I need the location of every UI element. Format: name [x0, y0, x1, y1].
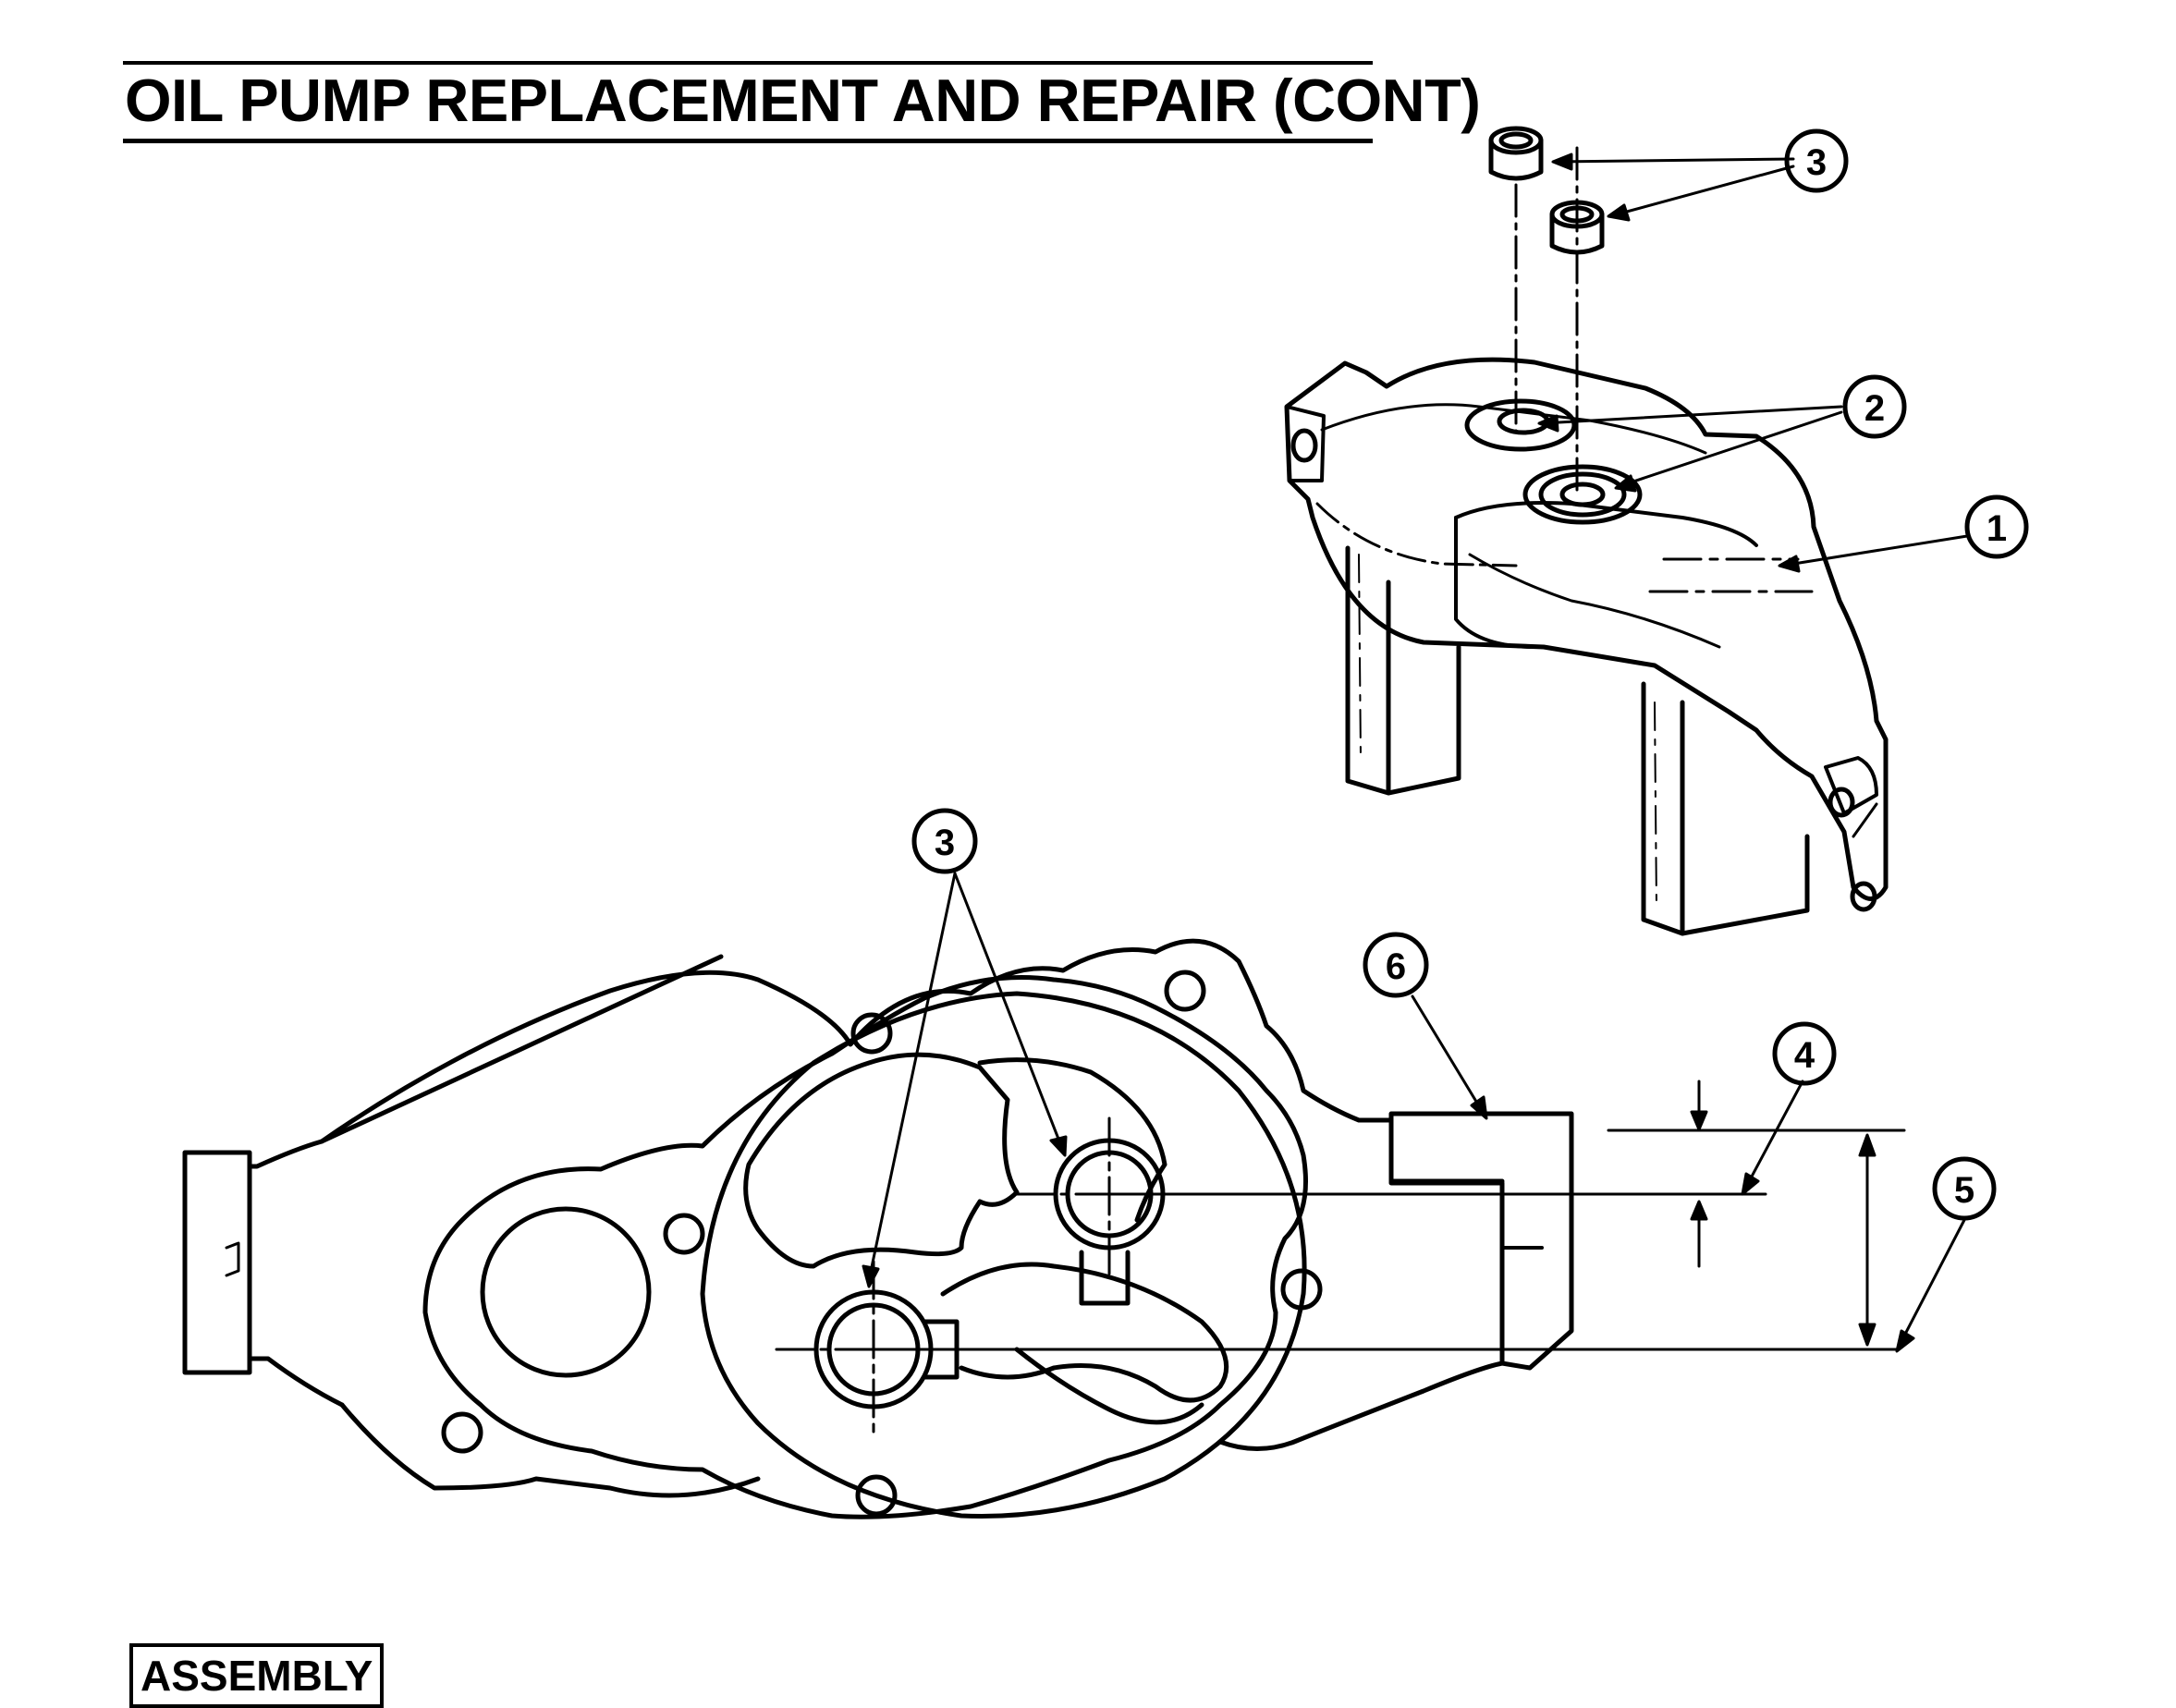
callout-lower-3: 3	[911, 808, 978, 874]
callout-lower-4: 4	[1772, 1021, 1837, 1086]
callout-upper-2-label: 2	[1864, 388, 1885, 429]
callout-upper-3-label: 3	[1806, 142, 1827, 183]
callout-upper-1: 1	[1964, 494, 2029, 559]
lower-leaders	[862, 872, 1966, 1353]
callout-lower-4-label: 4	[1794, 1035, 1815, 1076]
page-title: OIL PUMP REPLACEMENT AND REPAIR (CONT)	[125, 67, 1481, 134]
callout-upper-1-label: 1	[1987, 508, 2007, 549]
callout-lower-3-label: 3	[935, 823, 955, 863]
callout-lower-6: 6	[1363, 932, 1429, 998]
title-rule-top	[123, 61, 1373, 65]
pump-body-plan-view	[182, 938, 1574, 1519]
upper-leaders	[1537, 152, 1969, 573]
section-label-assembly: ASSEMBLY	[129, 1643, 385, 1708]
callout-lower-6-label: 6	[1386, 946, 1406, 987]
bushing-upper-left	[1488, 126, 1544, 181]
callout-lower-5: 5	[1932, 1156, 1997, 1221]
pump-cover-exploded-view	[1284, 126, 1889, 936]
callout-upper-2: 2	[1842, 374, 1907, 439]
callout-upper-3: 3	[1784, 128, 1849, 193]
callout-lower-5-label: 5	[1954, 1170, 1974, 1211]
title-rule-bottom	[123, 139, 1373, 143]
